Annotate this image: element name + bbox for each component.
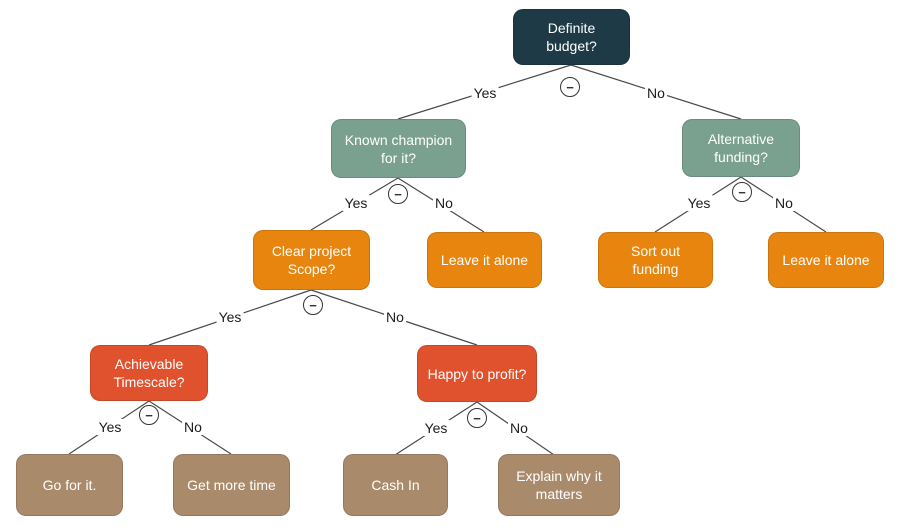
minus-icon: −: [145, 407, 153, 423]
node-sort-out-funding[interactable]: Sort out funding: [598, 232, 713, 288]
node-cash-in[interactable]: Cash In: [343, 454, 448, 516]
node-known-champion[interactable]: Known champion for it?: [331, 119, 466, 178]
edge-label-yes: Yes: [685, 195, 713, 211]
collapse-toggle-alternative-funding[interactable]: −: [732, 182, 752, 202]
edge-label-no: No: [384, 309, 406, 325]
minus-icon: −: [309, 297, 317, 313]
minus-icon: −: [473, 410, 481, 426]
edge-label-yes: Yes: [342, 195, 370, 211]
edge-label-no: No: [182, 419, 204, 435]
node-label: Happy to profit?: [427, 365, 527, 382]
node-label: Leave it alone: [440, 252, 529, 268]
node-label: Go for it.: [42, 477, 97, 493]
minus-icon: −: [566, 79, 574, 95]
node-get-more-time[interactable]: Get more time: [173, 454, 290, 516]
node-achievable-timescale[interactable]: Achievable Timescale?: [90, 345, 208, 401]
edge-label-no: No: [508, 420, 530, 436]
node-label: Alternative funding?: [707, 131, 775, 165]
node-label: Known champion for it?: [344, 131, 453, 166]
node-label: Definite budget?: [546, 20, 597, 54]
edge-label-no: No: [433, 195, 455, 211]
edge-label-no: No: [645, 85, 667, 101]
node-label: Sort out funding: [630, 243, 681, 277]
node-clear-project-scope[interactable]: Clear project Scope?: [253, 230, 370, 290]
collapse-toggle-achievable-timescale[interactable]: −: [139, 405, 159, 425]
node-happy-to-profit[interactable]: Happy to profit?: [417, 345, 537, 402]
node-definite-budget[interactable]: Definite budget?: [513, 9, 630, 65]
edge-label-no: No: [773, 195, 795, 211]
edge-label-yes: Yes: [422, 420, 450, 436]
node-go-for-it[interactable]: Go for it.: [16, 454, 123, 516]
node-alternative-funding[interactable]: Alternative funding?: [682, 119, 800, 177]
collapse-toggle-clear-project-scope[interactable]: −: [303, 295, 323, 315]
edge-label-yes: Yes: [216, 309, 244, 325]
node-leave-it-alone-left[interactable]: Leave it alone: [427, 232, 542, 288]
node-leave-it-alone-right[interactable]: Leave it alone: [768, 232, 884, 288]
node-label: Leave it alone: [782, 252, 870, 268]
edge-label-yes: Yes: [96, 419, 124, 435]
edge-label-yes: Yes: [471, 85, 499, 101]
node-label: Cash In: [371, 477, 420, 493]
minus-icon: −: [394, 186, 402, 202]
node-label: Get more time: [187, 477, 276, 493]
node-label: Clear project Scope?: [271, 243, 352, 277]
collapse-toggle-known-champion[interactable]: −: [388, 184, 408, 204]
collapse-toggle-happy-to-profit[interactable]: −: [467, 408, 487, 428]
node-label: Explain why it matters: [516, 468, 602, 502]
minus-icon: −: [738, 184, 746, 200]
node-explain-why-it-matters[interactable]: Explain why it matters: [498, 454, 620, 516]
node-label: Achievable Timescale?: [113, 356, 185, 390]
collapse-toggle-definite-budget[interactable]: −: [560, 77, 580, 97]
